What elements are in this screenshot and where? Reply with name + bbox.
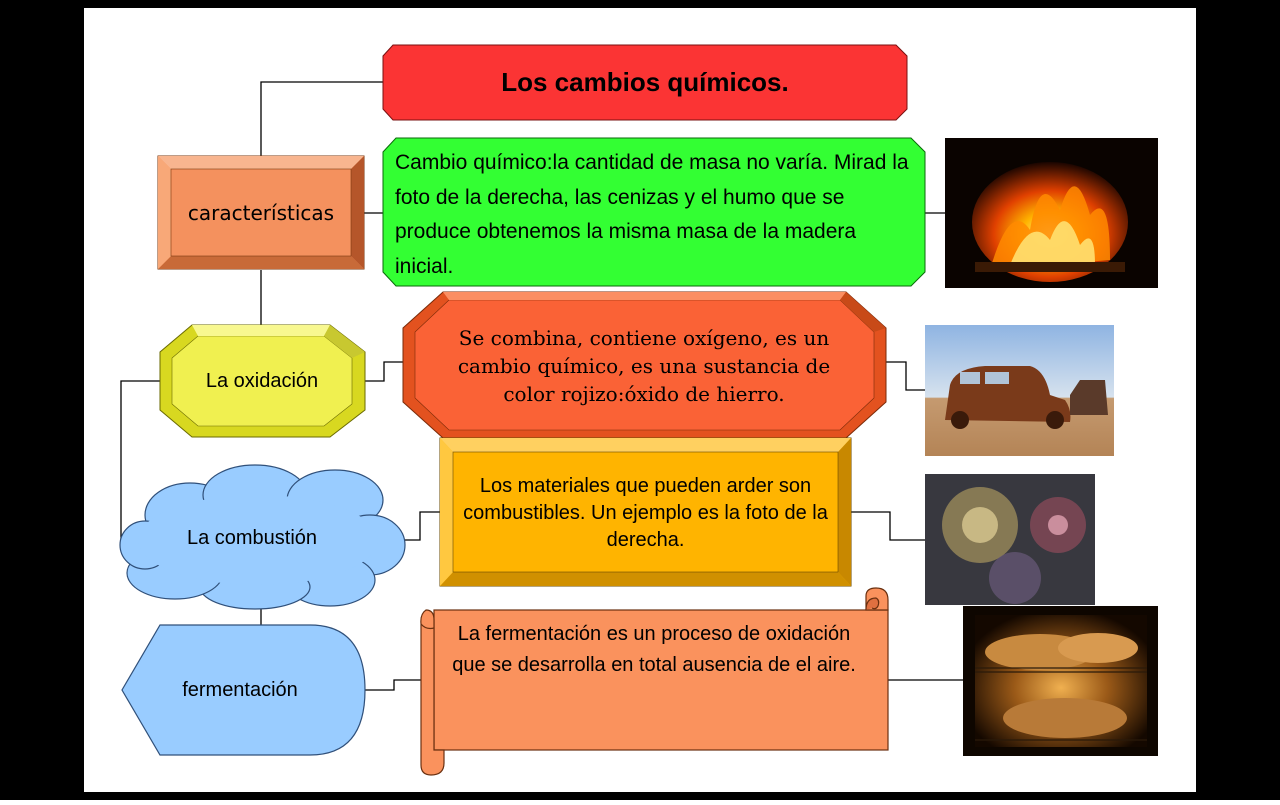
oxidacion-box [159, 324, 366, 438]
title-box [382, 44, 908, 121]
combustion-description: Los materiales que pueden arder son comb… [463, 475, 828, 551]
rusted-car-photo [925, 325, 1114, 456]
caracteristicas-text-box [382, 137, 926, 287]
combustion-text-box [439, 437, 852, 587]
combustion-cloud-fill [138, 495, 378, 585]
oxidacion-text-box [402, 291, 887, 439]
fermentacion-description: La fermentación es un proceso de oxidaci… [452, 623, 856, 676]
caracteristicas-box [157, 155, 365, 270]
fermentacion-scroll [420, 587, 889, 776]
combustion-label: La combustión [186, 527, 318, 549]
connector-lines [120, 81, 963, 691]
fermentacion-label: fermentación [182, 679, 298, 701]
caracteristicas-label: características [187, 201, 335, 225]
fermentacion-box [121, 624, 366, 756]
oxidacion-description: Se combina, contiene oxígeno, es un camb… [457, 326, 831, 406]
oxidacion-label: La oxidación [205, 370, 319, 392]
page-title: Los cambios químicos. [501, 67, 789, 97]
bread-oven-photo [963, 606, 1158, 756]
fireworks-photo [925, 474, 1095, 605]
caracteristicas-description: Cambio químico:la cantidad de masa no va… [395, 151, 909, 278]
fire-photo [945, 138, 1158, 288]
